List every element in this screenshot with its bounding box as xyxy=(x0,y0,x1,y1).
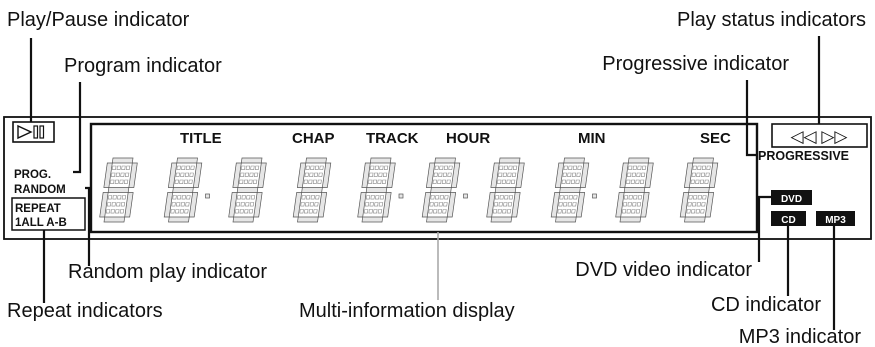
header-track: TRACK xyxy=(366,130,419,147)
pause-icon-bar xyxy=(39,125,45,139)
segment-digit xyxy=(550,157,590,223)
digit-separator-dot xyxy=(398,193,404,199)
segment-digit xyxy=(292,157,332,223)
random-label: RANDOM xyxy=(14,184,66,196)
header-title: TITLE xyxy=(180,130,222,147)
progressive-callout: Progressive indicator xyxy=(602,53,789,75)
segment-digit xyxy=(486,157,525,223)
cd-callout: CD indicator xyxy=(711,294,821,316)
play-status-symbols: ◁◁ ▷▷ xyxy=(790,127,848,146)
play-pause-callout: Play/Pause indicator xyxy=(7,9,190,31)
program-label: PROG. xyxy=(14,169,51,181)
dvd-video-leader xyxy=(757,195,771,262)
random-callout: Random play indicator xyxy=(68,261,267,283)
random-leader xyxy=(85,186,91,266)
digit-separator-dot xyxy=(205,193,210,199)
dvd-label: DVD xyxy=(781,194,802,205)
repeat-box xyxy=(11,197,86,231)
repeat-modes-label: 1ALL A-B xyxy=(15,217,67,229)
header-hour: HOUR xyxy=(446,130,490,147)
dvd-video-callout: DVD video indicator xyxy=(575,259,752,281)
mp3-badge xyxy=(816,211,855,226)
mp3-label: MP3 xyxy=(825,215,846,226)
program-callout: Program indicator xyxy=(64,55,222,77)
play-icon xyxy=(17,124,33,140)
header-min: MIN xyxy=(578,130,606,147)
segment-digit xyxy=(357,157,396,223)
multi-info-callout: Multi-information display xyxy=(299,300,515,322)
play-pause-indicator xyxy=(12,121,55,143)
segment-digit xyxy=(163,157,203,223)
repeat-label: REPEAT xyxy=(15,203,61,215)
progressive-leader xyxy=(745,80,758,157)
progressive-label: PROGRESSIVE xyxy=(758,149,849,163)
repeat-callout: Repeat indicators xyxy=(7,300,163,322)
segment-digit xyxy=(615,157,654,223)
cd-badge xyxy=(771,211,806,226)
play-status-callout: Play status indicators xyxy=(677,9,866,31)
segment-digit xyxy=(99,157,138,223)
segment-digit xyxy=(421,157,461,223)
multi-info-window xyxy=(89,122,759,234)
mp3-callout: MP3 indicator xyxy=(739,326,862,347)
digit-separator-dot xyxy=(463,193,468,199)
dvd-badge xyxy=(771,190,812,205)
cd-label: CD xyxy=(781,215,795,226)
header-chap: CHAP xyxy=(292,130,335,147)
digit-separator-dot xyxy=(592,193,597,199)
header-sec: SEC xyxy=(700,130,731,147)
multi-info-digits xyxy=(99,157,719,223)
pause-icon xyxy=(33,125,39,139)
segment-digit xyxy=(679,157,719,223)
program-leader xyxy=(73,82,82,174)
segment-digit xyxy=(228,157,267,223)
